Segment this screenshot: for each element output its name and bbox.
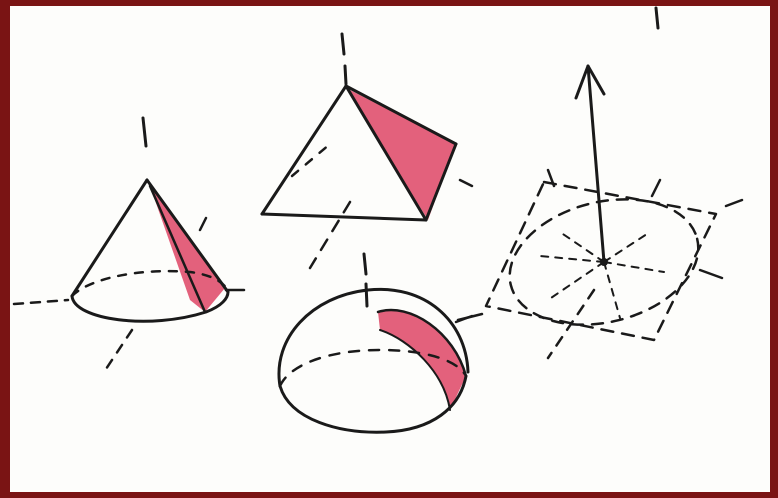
cone-highlight-strip: [150, 186, 225, 312]
disc-radial-6: [539, 255, 605, 263]
plane-y-axis-back: [650, 178, 662, 198]
pyramid-y-axis-front: [308, 200, 352, 270]
pyramid-base-front: [260, 212, 428, 222]
cone-base-front: [70, 290, 230, 323]
cone-shape: [12, 116, 246, 374]
hemisphere-strip-edge-outer: [376, 308, 468, 378]
pyramid-axis-top: [340, 32, 346, 56]
pyramid-axis-mid: [343, 64, 348, 86]
disc-with-normal-shape: [456, 6, 744, 360]
plane-x-axis-left: [456, 312, 484, 322]
hemisphere-highlight-strip: [378, 310, 466, 410]
plane-tick-left: [546, 168, 556, 188]
cone-strip-edge: [148, 184, 207, 314]
hemisphere-strip-edge-inner: [379, 329, 451, 411]
hemisphere-base-back: [278, 348, 468, 388]
plane-tick-right: [724, 198, 744, 208]
pyramid-x-axis-left: [290, 142, 332, 178]
disc-radial-1: [559, 231, 605, 263]
hemisphere-axis-mid: [364, 282, 369, 308]
cone-axis-top: [141, 116, 148, 148]
normal-arrow-head: [574, 64, 606, 100]
disc-radial-3: [603, 261, 665, 273]
pyramid-x-axis-right: [458, 178, 474, 188]
pyramid-highlight-face: [346, 88, 456, 220]
hemisphere-base-front: [278, 374, 468, 434]
plane-tick-top: [654, 6, 660, 30]
paper: [10, 6, 770, 492]
cone-x-axis-left: [12, 298, 70, 306]
cone-y-axis-back: [198, 216, 208, 232]
disc-radial-2: [603, 231, 651, 263]
pyramid-left-edge: [260, 84, 348, 216]
pyramid-shape: [260, 32, 474, 270]
pyramid-front-edge: [344, 84, 428, 222]
cone-right-edge: [145, 178, 230, 294]
plane-y-axis-front: [546, 288, 596, 360]
cone-base-back: [70, 269, 230, 298]
pyramid-back-edge: [424, 142, 458, 222]
disc-outline: [508, 198, 700, 326]
cone-left-edge: [70, 178, 149, 298]
disc-center: [600, 258, 608, 266]
plane-x-axis-right: [698, 268, 724, 280]
hemisphere-axis-top: [362, 252, 368, 276]
hemisphere-dome: [277, 287, 470, 388]
disc-radial-4: [547, 261, 605, 301]
cone-y-axis-front: [102, 328, 134, 374]
pyramid-right-edge: [344, 84, 458, 146]
disc-radial-5: [603, 261, 621, 319]
normal-arrow-shaft: [586, 64, 606, 264]
